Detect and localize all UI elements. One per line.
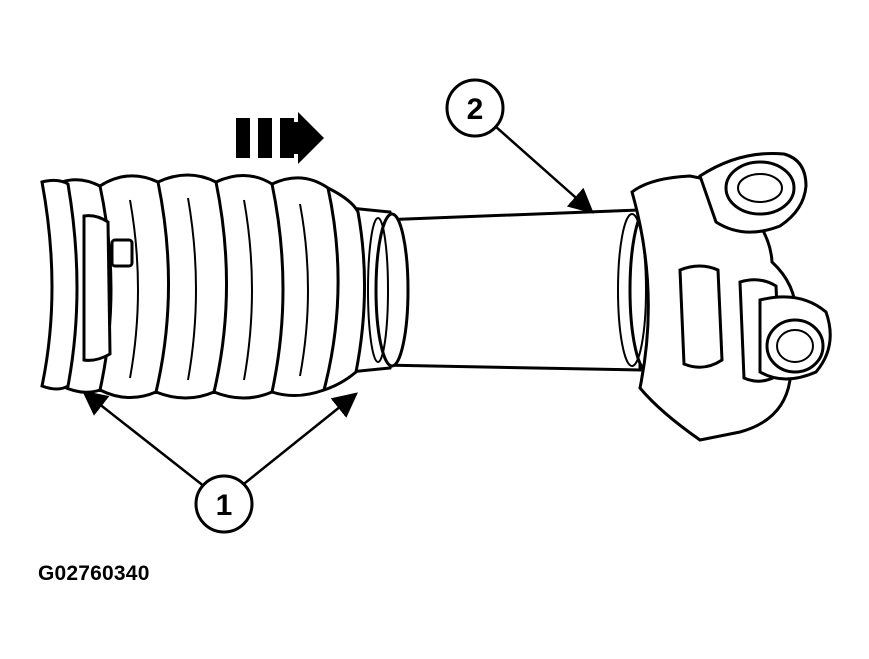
direction-arrow-icon — [236, 112, 324, 164]
callout-1: 1 — [194, 474, 254, 534]
callout-2: 2 — [445, 78, 505, 138]
leader-1-left — [82, 390, 206, 488]
callout-2-number: 2 — [467, 93, 484, 126]
shaft-tube — [378, 206, 668, 374]
figure-id: G02760340 — [38, 562, 150, 585]
bellows-boot — [60, 173, 367, 400]
leader-lines — [82, 125, 594, 488]
boot-end-cap — [40, 178, 134, 391]
leader-2 — [494, 125, 594, 214]
leader-1-right — [239, 392, 358, 488]
callout-1-number: 1 — [216, 489, 233, 522]
u-joint-yoke — [630, 152, 832, 442]
